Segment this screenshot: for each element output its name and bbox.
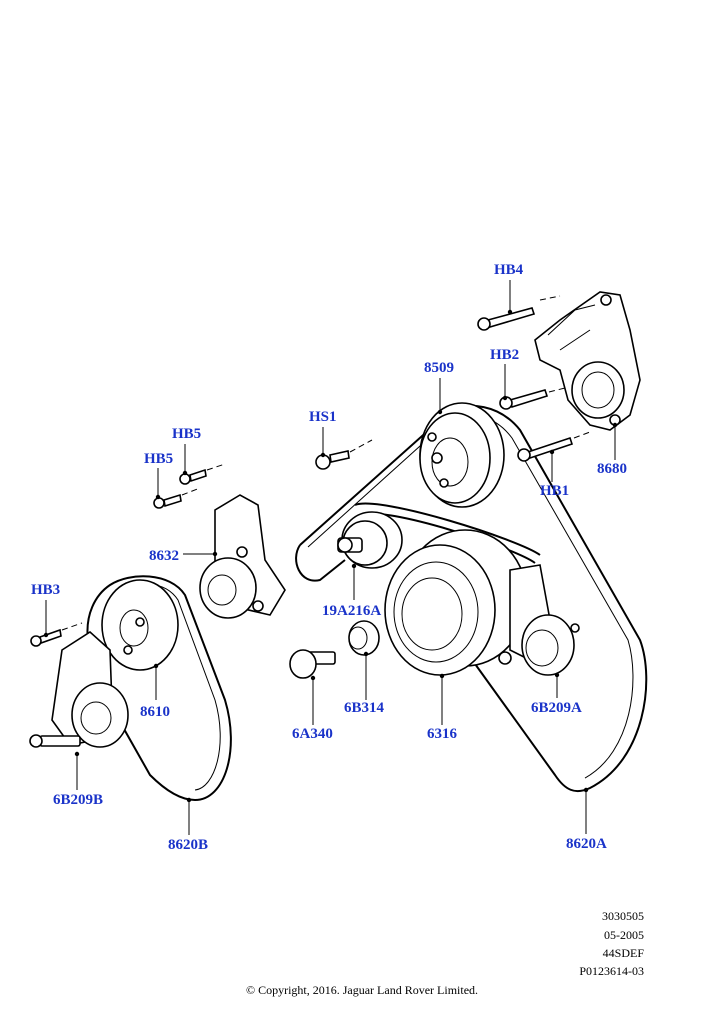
callout-hs1[interactable]: HS1 xyxy=(309,409,337,425)
callout-8610[interactable]: 8610 xyxy=(140,704,170,720)
bolt-hs1 xyxy=(315,450,350,470)
diagram-code: 3030505 xyxy=(602,909,644,923)
belt-8620a xyxy=(295,404,648,793)
callout-6b314[interactable]: 6B314 xyxy=(344,700,385,716)
diagram-ref: P0123614-03 xyxy=(579,964,644,978)
bolt-hb1 xyxy=(517,436,574,462)
callout-hb4[interactable]: HB4 xyxy=(494,262,524,278)
callout-hb1[interactable]: HB1 xyxy=(540,483,570,499)
bolt-hb2 xyxy=(499,389,549,410)
callout-hb5-upper[interactable]: HB5 xyxy=(172,426,202,442)
diagram-model: 44SDEF xyxy=(602,946,644,960)
callout-19a216a[interactable]: 19A216A xyxy=(322,603,382,619)
callout-hb3[interactable]: HB3 xyxy=(31,582,61,598)
callout-8620a[interactable]: 8620A xyxy=(566,836,607,852)
callout-8680[interactable]: 8680 xyxy=(597,461,627,477)
bolt-hb4 xyxy=(477,307,536,331)
tensioner-19a216a xyxy=(337,511,403,569)
callout-8509[interactable]: 8509 xyxy=(424,360,454,376)
washer-6b314 xyxy=(348,620,380,656)
callout-6b209b[interactable]: 6B209B xyxy=(53,792,104,808)
idler-pulley-8509 xyxy=(419,402,505,508)
diagram-date: 05-2005 xyxy=(604,928,644,942)
leader-lines xyxy=(43,280,618,835)
copyright-notice: © Copyright, 2016. Jaguar Land Rover Lim… xyxy=(245,983,479,997)
pulley-6b209a xyxy=(498,564,580,676)
pulley-8610 xyxy=(101,579,179,671)
callout-8620b[interactable]: 8620B xyxy=(168,837,209,853)
callout-8632[interactable]: 8632 xyxy=(149,548,179,564)
crankshaft-pulley-6316 xyxy=(384,529,528,676)
callout-6316[interactable]: 6316 xyxy=(427,726,457,742)
bracket-8680 xyxy=(534,291,641,431)
callout-hb5-lower[interactable]: HB5 xyxy=(144,451,174,467)
bracket-8632 xyxy=(199,494,286,619)
callout-6a340[interactable]: 6A340 xyxy=(292,726,333,742)
bolt-6a340 xyxy=(289,649,336,679)
callout-hb2[interactable]: HB2 xyxy=(490,347,520,363)
tensioner-6b209b xyxy=(29,630,129,748)
bolt-hb3 xyxy=(30,628,62,647)
callout-6b209a[interactable]: 6B209A xyxy=(531,700,582,716)
